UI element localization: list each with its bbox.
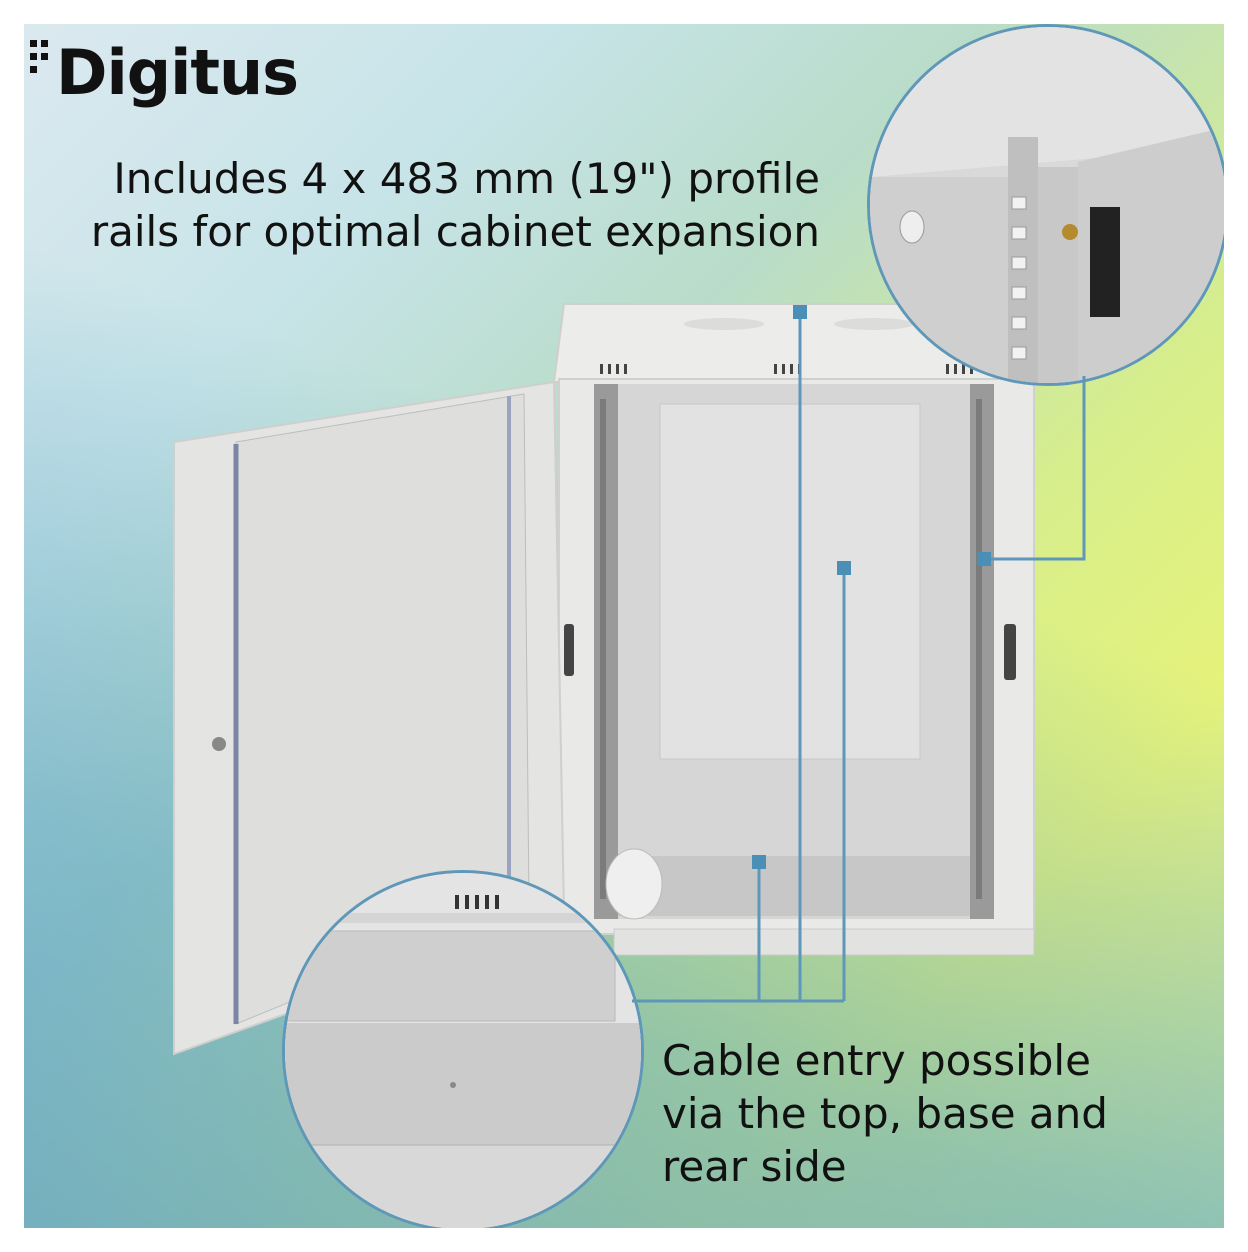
door-lock bbox=[212, 737, 226, 751]
brand-logo: Digitus bbox=[26, 32, 316, 122]
rail-detail-zoom bbox=[867, 24, 1224, 386]
cable-entry-caption-line-1: Cable entry possible bbox=[662, 1036, 1091, 1085]
cabinet-base bbox=[613, 928, 1035, 956]
product-image: Digitus Includes 4 x 483 mm (19") profil… bbox=[24, 24, 1224, 1228]
cable-entry-caption-line-3: rear side bbox=[662, 1142, 847, 1191]
brand-name: Digitus bbox=[56, 36, 299, 109]
screw-bag bbox=[605, 848, 663, 920]
cable-entry-caption: Cable entry possible via the top, base a… bbox=[662, 1034, 1182, 1193]
cabinet-floor bbox=[604, 856, 984, 916]
rear-panel bbox=[659, 403, 921, 760]
rails-caption-line-1: Includes 4 x 483 mm (19") profile bbox=[113, 154, 820, 203]
cabinet-illustration bbox=[173, 303, 1035, 1056]
rails-caption: Includes 4 x 483 mm (19") profile rails … bbox=[64, 152, 820, 258]
pixel-dots-icon bbox=[30, 40, 48, 73]
door-handle bbox=[564, 624, 574, 676]
base-detail-zoom bbox=[282, 870, 644, 1228]
rails-caption-line-2: rails for optimal cabinet expansion bbox=[90, 207, 820, 256]
cable-entry-caption-line-2: via the top, base and bbox=[662, 1089, 1108, 1138]
right-handle bbox=[1004, 624, 1016, 680]
grounding-screw bbox=[1062, 224, 1078, 240]
